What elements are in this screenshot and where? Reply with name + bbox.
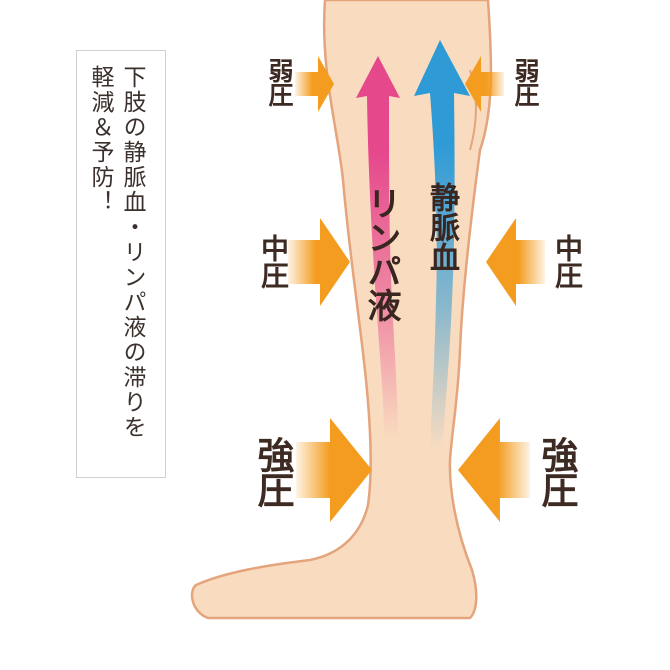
pressure-arrow-middle-left-icon	[288, 218, 350, 306]
pressure-label-middle-right: 中圧	[552, 234, 582, 288]
callout-line-2: 軽減＆予防！	[85, 65, 115, 215]
callout-line-1: 下肢の静脈血・リンパ液の滞りを	[117, 65, 147, 440]
venous-flow-label: 静脈血	[424, 182, 458, 272]
callout-box: 下肢の静脈血・リンパ液の滞りを 軽減＆予防！	[76, 50, 166, 478]
pressure-label-bottom-right: 強圧	[536, 436, 576, 506]
pressure-label-top-right: 弱圧	[512, 58, 539, 106]
pressure-label-top-left: 弱圧	[266, 58, 293, 106]
pressure-label-middle-left: 中圧	[258, 234, 288, 288]
pressure-arrow-middle-right-icon	[486, 218, 545, 306]
pressure-arrow-bottom-left-icon	[296, 418, 372, 522]
lymph-flow-label: リンパ液	[362, 186, 400, 322]
pressure-arrow-bottom-right-icon	[458, 418, 530, 522]
pressure-label-bottom-left: 強圧	[252, 436, 292, 506]
